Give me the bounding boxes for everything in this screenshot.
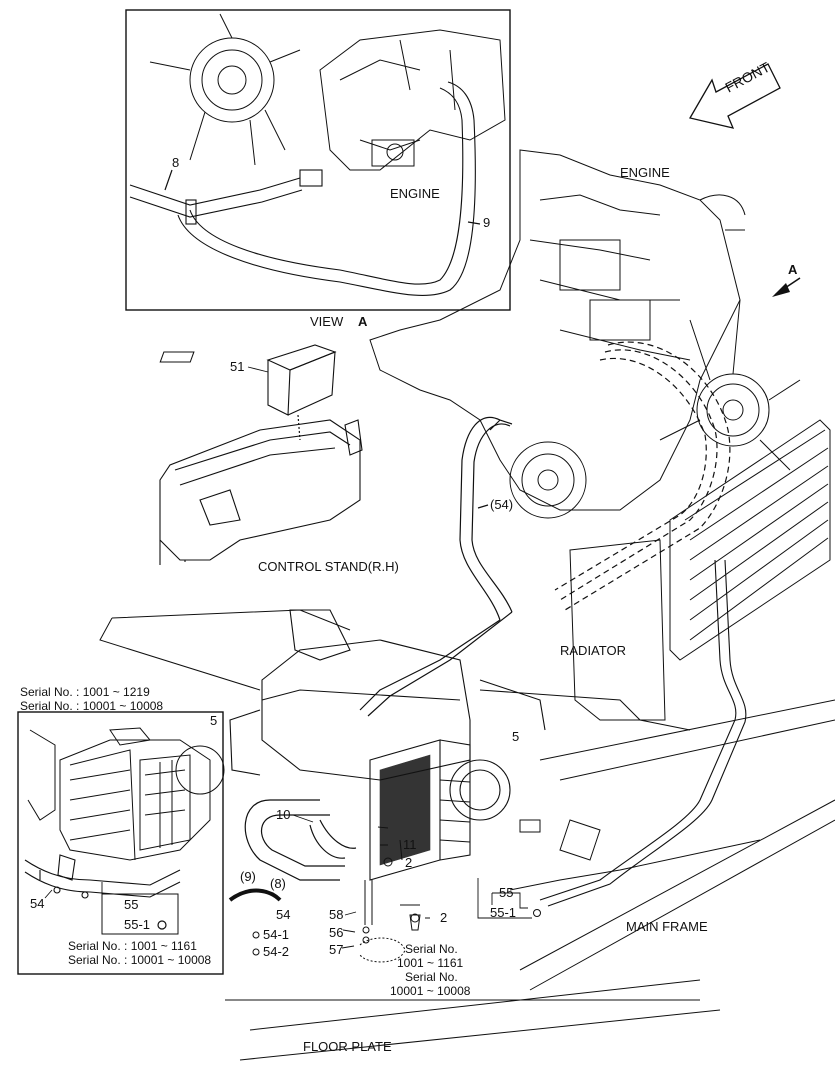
inset-part-55-1: 55-1 — [124, 917, 151, 932]
part-10: 10 — [276, 807, 291, 822]
inset-hvac — [27, 727, 225, 861]
radiator-piping — [479, 559, 747, 907]
part-11: 11 — [403, 837, 417, 852]
view-engine-block — [319, 29, 506, 171]
radiator-label: RADIATOR — [560, 643, 626, 658]
inset-bottom-line1: Serial No. : 1001 ~ 1161 — [68, 939, 197, 953]
inset-serial-line1: Serial No. : 1001 ~ 1219 — [20, 685, 150, 699]
part-56: 56 — [329, 925, 344, 940]
view-fan — [149, 13, 301, 166]
part-55-1: 55-1 — [490, 905, 517, 920]
part-9-view: 9 — [483, 215, 491, 230]
inset-serial-line2: Serial No. : 10001 ~ 10008 — [20, 699, 164, 713]
serial-note-line4: 10001 ~ 10008 — [390, 984, 471, 998]
floor-plate-label: FLOOR PLATE — [303, 1039, 392, 1054]
inset-part-55: 55 — [124, 897, 139, 912]
engine-main-label: ENGINE — [620, 165, 670, 180]
main-fan — [659, 299, 801, 471]
serial-note-line2: 1001 ~ 1161 — [397, 956, 464, 970]
serial-note-line1: Serial No. — [405, 942, 458, 956]
part-58: 58 — [329, 907, 344, 922]
part-51: 51 — [230, 359, 245, 374]
part-8-view: 8 — [172, 155, 180, 170]
part-54: 54 — [276, 907, 291, 922]
control-stand-label: CONTROL STAND(R.H) — [258, 559, 399, 574]
part-55: 55 — [499, 885, 514, 900]
part-54-paren: (54) — [490, 497, 514, 512]
part-2a: 2 — [405, 855, 413, 870]
inset-part-box — [101, 893, 179, 935]
part-2b: 2 — [440, 910, 448, 925]
control-stand — [159, 419, 363, 565]
small-parts — [252, 839, 541, 963]
dashed-hoses — [554, 341, 731, 611]
inset-bottom-line2: Serial No. : 10001 ~ 10008 — [68, 953, 212, 967]
view-letter: A — [358, 314, 368, 329]
hvac-unit — [229, 609, 511, 881]
view-a-frame — [125, 9, 511, 311]
control-panel — [159, 344, 337, 416]
serial-note-line3: Serial No. — [405, 970, 458, 984]
front-arrow-icon — [688, 63, 781, 129]
part-8-paren: (8) — [270, 876, 286, 891]
arrow-letter: A — [788, 262, 798, 277]
main-engine — [369, 149, 746, 519]
radiator — [569, 419, 831, 721]
main-frame-label: MAIN FRAME — [626, 919, 708, 934]
inset-part-5: 5 — [210, 713, 218, 728]
inset-part-54: 54 — [30, 896, 45, 911]
part-54-1: 54-1 — [263, 927, 290, 942]
hvac-hoses — [228, 799, 357, 902]
inset-hoses — [24, 854, 181, 899]
hose-54 — [359, 416, 513, 717]
inset-frame — [17, 711, 224, 975]
part-57: 57 — [329, 942, 344, 957]
part-9-paren: (9) — [240, 869, 256, 884]
part-54-2: 54-2 — [263, 944, 290, 959]
view-label: VIEW — [310, 314, 344, 329]
view-hoses — [129, 81, 476, 296]
part-5: 5 — [512, 729, 520, 744]
engine-view-label: ENGINE — [390, 186, 440, 201]
